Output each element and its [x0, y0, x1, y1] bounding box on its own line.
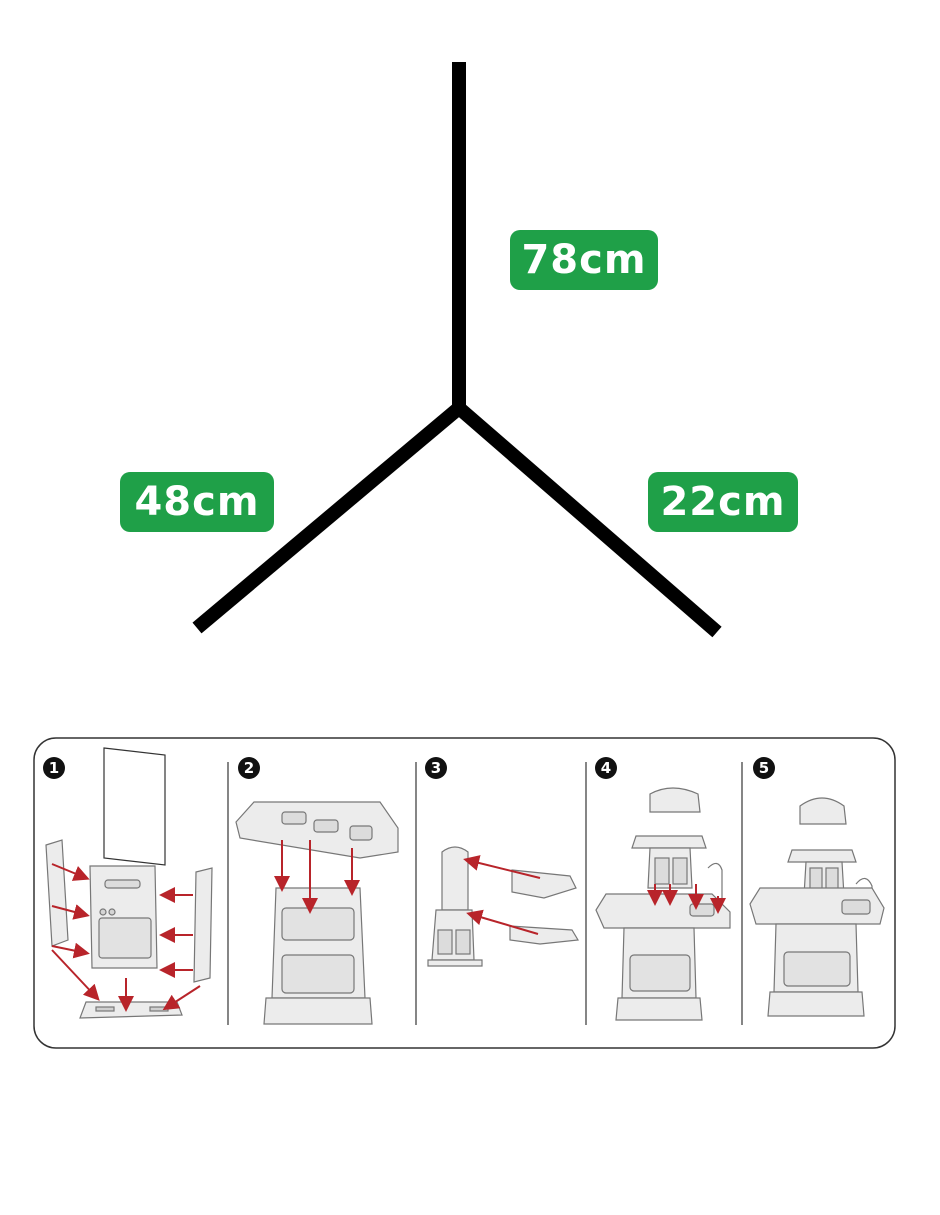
cabinet-oven: [629, 954, 691, 992]
base-slot-right: [149, 1006, 169, 1012]
tower-window-right: [672, 857, 688, 885]
step-5-illustration: [749, 797, 885, 1017]
cabinet-base: [615, 997, 703, 1021]
step-number-1: 1: [43, 757, 65, 779]
step-3-arrows: [463, 855, 541, 935]
panel-dividers: [227, 762, 743, 1025]
countertop-sink: [689, 903, 715, 917]
step-4-arrows: [647, 884, 726, 914]
width-dimension-badge: 48cm: [120, 472, 274, 532]
tower-foot: [427, 959, 483, 967]
upper-shelf: [787, 849, 857, 863]
countertop-sink: [841, 899, 871, 915]
step-1-arrows: [51, 863, 201, 1012]
cabinet-drawer: [281, 907, 355, 941]
tower-window-left: [654, 857, 670, 885]
arrow: [51, 949, 100, 1001]
step-1-illustration: [45, 747, 213, 1019]
hood-top: [799, 797, 847, 825]
dimension-axes: [192, 62, 722, 638]
back-panel: [103, 747, 166, 866]
countertop-burner-1: [281, 811, 307, 825]
depth-axis-line: [454, 402, 722, 638]
right-side-panel: [193, 867, 213, 983]
front-panel-oven: [98, 917, 152, 959]
faucet: [855, 877, 873, 906]
height-dimension-badge: 78cm: [510, 230, 658, 290]
tower-top: [441, 846, 469, 911]
countertop: [749, 887, 885, 925]
step-2-illustration: [235, 801, 399, 1025]
arrow: [162, 985, 201, 1011]
width-axis-line: [192, 402, 464, 634]
step-number-3: 3: [425, 757, 447, 779]
step-number-2: 2: [238, 757, 260, 779]
depth-dimension-badge: 22cm: [648, 472, 798, 532]
tower-window-left: [437, 929, 453, 955]
faucet: [707, 862, 723, 906]
cabinet-oven: [783, 951, 851, 987]
cabinet-oven: [281, 954, 355, 994]
front-panel-knob: [99, 908, 107, 916]
step-number-5: 5: [753, 757, 775, 779]
hood-top: [649, 787, 701, 813]
arrow: [51, 942, 90, 959]
arrow: [466, 909, 539, 935]
countertop-sink: [349, 825, 373, 841]
arrow: [51, 904, 90, 920]
front-panel-handle: [104, 879, 141, 889]
arrow: [463, 855, 541, 879]
cabinet-base: [767, 991, 865, 1017]
arrow: [51, 863, 90, 881]
cabinet-base: [263, 997, 373, 1025]
shelf-upper: [511, 869, 577, 899]
base-slot-left: [95, 1006, 115, 1012]
tower-window-right: [455, 929, 471, 955]
upper-shelf: [631, 835, 707, 849]
step-2-arrows: [274, 840, 360, 914]
left-side-panel: [45, 839, 69, 947]
front-panel-knob-2: [108, 908, 116, 916]
step-number-4: 4: [595, 757, 617, 779]
step-3-illustration: [427, 846, 579, 967]
countertop-burner-2: [313, 819, 339, 833]
